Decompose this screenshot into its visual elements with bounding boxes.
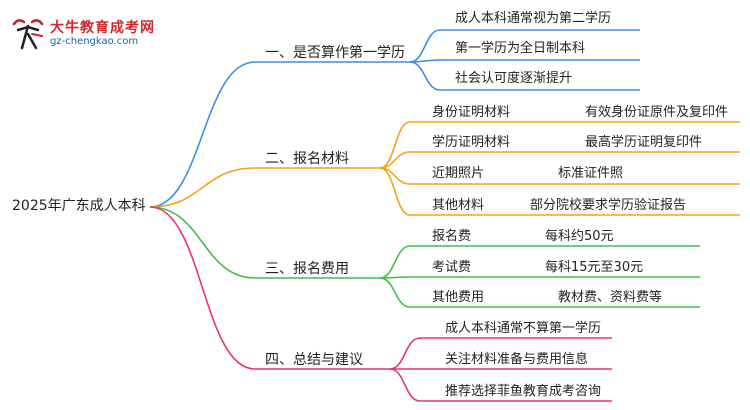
branch-2-leaf-4: 其他材料 bbox=[432, 198, 485, 213]
branch-4-leaf-3-connector bbox=[389, 368, 612, 402]
branch-4-leaf-1-connector bbox=[389, 337, 612, 370]
branch-3-leaf-2: 考试费 bbox=[432, 260, 472, 275]
branch-1-label: 一、是否算作第一学历 bbox=[265, 45, 405, 61]
branch-1-leaf-1: 成人本科通常视为第二学历 bbox=[455, 11, 612, 26]
site-logo[interactable]: 大牛教育成考网 gz-chengkao.com bbox=[8, 14, 158, 54]
branch-3-leaf-1-detail: 每科约50元 bbox=[545, 229, 614, 244]
branch-1-leaf-2-connector bbox=[409, 59, 640, 63]
branch-2-leaf-1-detail: 有效身份证原件及复印件 bbox=[585, 105, 729, 120]
branch-3-leaf-2-detail: 每科15元至30元 bbox=[545, 260, 644, 275]
branch-4-curve bbox=[149, 206, 256, 370]
branch-2-leaf-2: 学历证明材料 bbox=[432, 135, 511, 150]
branch-3-leaf-1-connector bbox=[379, 245, 700, 279]
branch-2-leaf-3-detail: 标准证件照 bbox=[558, 166, 624, 181]
branch-2-leaf-1: 身份证明材料 bbox=[432, 105, 511, 120]
branch-2-leaf-4-connector bbox=[379, 167, 740, 216]
branch-2-label: 二、报名材料 bbox=[265, 151, 349, 167]
branch-4-leaf-3: 推荐选择菲鱼教育成考咨询 bbox=[445, 384, 602, 399]
branch-3-label: 三、报名费用 bbox=[265, 261, 349, 277]
branch-1-leaf-3: 社会认可度逐渐提升 bbox=[455, 71, 573, 86]
branch-3-leaf-3-connector bbox=[379, 277, 700, 308]
logo-title: 大牛教育成考网 bbox=[50, 20, 155, 36]
branch-1-leaf-3-connector bbox=[409, 61, 640, 91]
branch-1-leaf-1-connector bbox=[409, 29, 640, 63]
logo-url: gz-chengkao.com bbox=[50, 36, 139, 47]
branch-2-leaf-2-connector bbox=[379, 151, 740, 169]
branch-2-curve bbox=[149, 167, 256, 208]
branch-3-leaf-3: 其他费用 bbox=[432, 290, 485, 305]
branch-3-leaf-1: 报名费 bbox=[432, 229, 472, 244]
branch-4-leaf-1: 成人本科通常不算第一学历 bbox=[445, 321, 602, 336]
branch-3-curve bbox=[149, 206, 256, 279]
bull-logo-icon bbox=[12, 19, 44, 50]
branch-2-leaf-2-detail: 最高学历证明复印件 bbox=[585, 135, 703, 150]
branch-2-leaf-4-detail: 部分院校要求学历验证报告 bbox=[530, 198, 687, 213]
branch-4-leaf-2: 关注材料准备与费用信息 bbox=[445, 352, 589, 367]
branch-2-leaf-3: 近期照片 bbox=[432, 166, 485, 181]
root-node: 2025年广东成人本科 bbox=[12, 198, 146, 214]
branch-1-curve bbox=[149, 61, 256, 208]
branch-3-leaf-2-connector bbox=[379, 276, 700, 279]
branch-4-label: 四、总结与建议 bbox=[265, 352, 363, 368]
branch-3-leaf-3-detail: 教材费、资料费等 bbox=[558, 290, 663, 305]
branch-2-leaf-1-connector bbox=[379, 121, 740, 169]
branch-1-leaf-2: 第一学历为全日制本科 bbox=[455, 41, 586, 56]
